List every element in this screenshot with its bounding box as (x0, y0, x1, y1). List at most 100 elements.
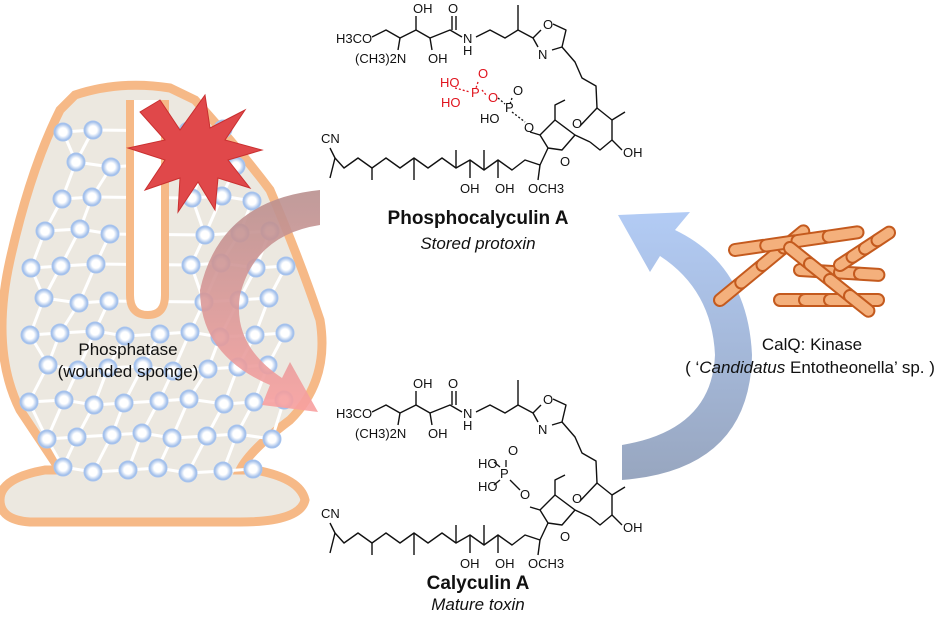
phosphorylation-arrow (618, 212, 752, 480)
atom-label: HO (440, 75, 460, 90)
sponge-cell (85, 321, 105, 341)
atom-label: H (463, 43, 472, 58)
sponge-sublabel: (wounded sponge) (58, 362, 199, 381)
sponge-cell (132, 423, 152, 443)
entotheonella-bacteria (713, 224, 896, 318)
sponge-cell (118, 460, 138, 480)
sponge-cell (102, 425, 122, 445)
chemical-bond (371, 29, 463, 39)
chemical-bond (532, 23, 567, 51)
atom-label: O (572, 116, 582, 131)
chemical-bond (475, 404, 534, 414)
phosphate-bond (509, 479, 521, 491)
chemical-bond (371, 404, 463, 414)
atom-label: HO (441, 95, 461, 110)
atom-label: OH (495, 181, 515, 196)
sponge-cell (82, 187, 102, 207)
sponge-cell (52, 189, 72, 209)
sponge-cell (53, 122, 73, 142)
atom-label: OCH3 (528, 556, 564, 571)
atom-label: HO (480, 111, 500, 126)
phosphate-bond (509, 97, 513, 105)
chemical-bond (455, 150, 541, 181)
atom-label: O (488, 90, 498, 105)
sponge-cell (181, 255, 201, 275)
sponge-cell (227, 424, 247, 444)
sponge-cell (276, 256, 296, 276)
wounded-sponge (0, 80, 327, 527)
atom-label: O (543, 17, 553, 32)
sponge-cell (54, 390, 74, 410)
calyculin-a-role: Mature toxin (431, 595, 525, 613)
sponge-cell (83, 462, 103, 482)
atom-label: HO (478, 479, 498, 494)
sponge-cell (262, 429, 282, 449)
phosphatase-label: Phosphatase (78, 340, 177, 359)
sponge-cell (38, 355, 58, 375)
sponge-cell (275, 323, 295, 343)
chemical-bond (532, 398, 567, 426)
atom-label: O (560, 529, 570, 544)
kinase-label: CalQ: Kinase (762, 335, 862, 354)
sponge-cell (214, 394, 234, 414)
calyculin-a-title: Calyculin A (427, 573, 530, 594)
chemical-bond (397, 16, 433, 51)
sponge-cell (115, 326, 135, 346)
phosphate-bond (475, 81, 479, 89)
atom-label: O (543, 392, 553, 407)
atom-label: OH (460, 181, 480, 196)
sponge-cell (101, 157, 121, 177)
sponge-cell (178, 463, 198, 483)
sponge-cell (19, 392, 39, 412)
sponge-cell (243, 459, 263, 479)
chemical-bond (329, 522, 549, 546)
sponge-cell (83, 120, 103, 140)
sponge-cell (35, 221, 55, 241)
bacterium-sublabel: ( ‘Candidatus Entotheonella’ sp. ) (685, 358, 935, 377)
chemical-bond (475, 29, 534, 39)
atom-label: N (538, 422, 547, 437)
sponge-cell (99, 291, 119, 311)
phosphocalyculin-a-role: Stored protoxin (420, 234, 535, 253)
sponge-cell (245, 325, 265, 345)
sponge-cell (86, 254, 106, 274)
sponge-cell (69, 293, 89, 313)
chemical-bond (561, 421, 598, 484)
atom-label: O (524, 120, 534, 135)
chemical-bond (561, 46, 598, 109)
atom-label: OH (623, 145, 643, 160)
sponge-cell (198, 359, 218, 379)
chemical-bond (539, 494, 591, 526)
atom-label: N (463, 406, 472, 421)
chemical-bond (529, 474, 566, 511)
sponge-cell (34, 288, 54, 308)
atom-label: H3CO (336, 406, 372, 421)
atom-label: O (513, 83, 523, 98)
chemical-bond (329, 532, 415, 555)
atom-label: O (508, 443, 518, 458)
atom-label: OH (413, 376, 433, 391)
phosphate-bond (454, 87, 471, 93)
sponge-cell (179, 389, 199, 409)
sponge-cell (98, 358, 118, 378)
sponge-cell (100, 224, 120, 244)
sponge-cell (114, 393, 134, 413)
phosphate-bond (497, 97, 506, 105)
sponge-cell (67, 427, 87, 447)
sponge-cell (50, 323, 70, 343)
sponge-cell (244, 392, 264, 412)
sponge-cell (53, 457, 73, 477)
atom-label: CN (321, 506, 340, 521)
phosphate-bond (493, 461, 501, 468)
atom-label: (CH3)2N (355, 51, 406, 66)
sponge-cell (195, 225, 215, 245)
atom-label: P (505, 100, 514, 115)
chemical-bond (329, 147, 549, 171)
atom-label: O (520, 487, 530, 502)
atom-label: OH (413, 1, 433, 16)
sponge-cell (21, 258, 41, 278)
atom-label: CN (321, 131, 340, 146)
chemical-bond (579, 107, 613, 151)
chemical-bond (579, 482, 613, 526)
